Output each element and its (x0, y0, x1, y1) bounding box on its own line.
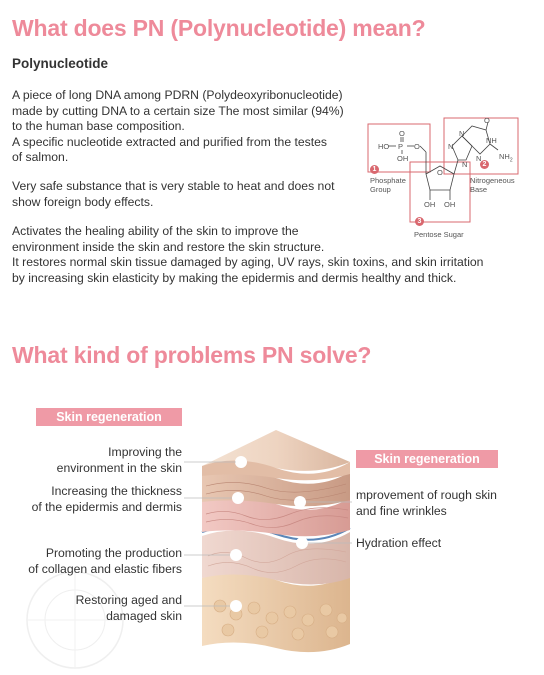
text-line: show foreign body effects. (12, 194, 154, 209)
benefit-restoring: Restoring aged and damaged skin (75, 593, 182, 623)
benefit-hydration: Hydration effect (356, 536, 442, 550)
paragraph-healing: Activates the healing ability of the ski… (12, 224, 483, 286)
text-line: by increasing skin elasticity by making … (12, 270, 457, 285)
atom-label: N (459, 129, 465, 138)
text-line: made by cutting DNA to a certain size Th… (12, 103, 344, 118)
benefit-skin-environment: Improving the environment in the skin (56, 445, 182, 475)
connector-dot (296, 537, 308, 549)
marker-1: 1 (370, 165, 379, 174)
section1-subtitle: Polynucleotide (12, 56, 109, 71)
connector-lines (184, 461, 352, 607)
atom-label: O (437, 168, 443, 177)
text-line: A specific nucleotide extracted and puri… (12, 134, 328, 149)
atom-label: HO (378, 142, 390, 151)
section2-title: What kind of problems PN solve? (12, 342, 372, 368)
skin-regeneration-badge-right: Skin regeneration (356, 450, 498, 468)
nitrogeneous-base-label: Nitrogeneous Base (470, 176, 515, 194)
text-line: environment inside the skin and restore … (12, 239, 325, 254)
atom-label: NH2 (499, 152, 513, 164)
benefit-rough-skin: mprovement of rough skin and fine wrinkl… (356, 488, 497, 518)
nucleotide-structure-icon (367, 117, 519, 223)
text-line: A piece of long DNA among PDRN (Polydeox… (12, 88, 343, 102)
paragraph-safety: Very safe substance that is very stable … (12, 179, 335, 210)
atom-label: N (476, 154, 482, 163)
marker-2: 2 (480, 160, 489, 169)
benefit-collagen: Promoting the production of collagen and… (28, 546, 182, 576)
connector-dot (230, 549, 242, 561)
phosphate-group-label: Phosphate Group (370, 176, 406, 194)
atom-label: O (414, 142, 420, 151)
text-line: It restores normal skin tissue damaged b… (12, 255, 484, 269)
atom-label: N (448, 142, 454, 151)
paragraph-origin: A piece of long DNA among PDRN (Polydeox… (12, 88, 344, 166)
atom-label: O (484, 116, 490, 125)
connector-dot (230, 600, 242, 612)
text-line: Very safe substance that is very stable … (12, 179, 335, 193)
connector-dot (232, 492, 244, 504)
atom-label: NH (486, 136, 497, 145)
text-line: Activates the healing ability of the ski… (12, 224, 299, 238)
pentose-sugar-label: Pentose Sugar (414, 230, 464, 239)
atom-label: P (398, 142, 404, 151)
atom-label: O (399, 129, 405, 138)
text-line: to the human base composition. (12, 119, 185, 133)
text-line: of salmon. (12, 150, 69, 164)
section1-title: What does PN (Polynucleotide) mean? (12, 15, 426, 41)
skin-regeneration-badge-left: Skin regeneration (36, 408, 182, 426)
atom-label: N (462, 160, 468, 169)
atom-label: OH (444, 200, 456, 209)
marker-3: 3 (415, 217, 424, 226)
nucleotide-diagram: HO P O O OH O OH OH N N N N NH NH2 O 1 2… (366, 116, 526, 242)
atom-label: OH (424, 200, 436, 209)
atom-label: OH (397, 154, 409, 163)
benefit-thickness: Increasing the thickness of the epidermi… (31, 484, 182, 514)
connector-dot (235, 456, 247, 468)
connector-dot (294, 496, 306, 508)
